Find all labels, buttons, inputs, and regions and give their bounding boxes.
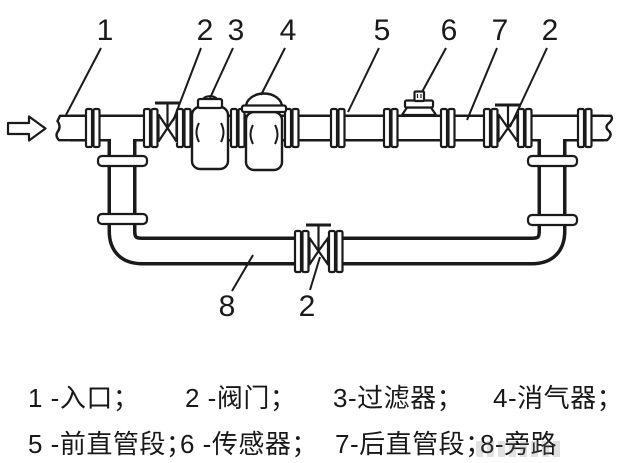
tee-junction-left — [111, 138, 133, 144]
callout-inlet: 1 — [97, 14, 114, 47]
leader-lines — [65, 47, 548, 292]
callout-outlet-valve: 2 — [542, 14, 559, 47]
callout-filter: 3 — [228, 14, 245, 47]
legend-item-rear-straight: 7-后直管段； — [335, 429, 492, 459]
callout-rear-straight: 7 — [492, 14, 509, 47]
legend-item-front-straight: 5 -前直管段； — [28, 429, 193, 459]
sensor-icon — [400, 90, 438, 117]
callout-air-eliminator: 4 — [280, 14, 297, 47]
callout-inlet-valve: 2 — [197, 14, 214, 47]
inlet-arrow-icon — [6, 115, 47, 142]
callout-bypass: 8 — [219, 290, 236, 323]
legend-item-air-eliminator: 4-消气器； — [493, 383, 624, 413]
broken-end-left — [55, 114, 71, 142]
filter-icon — [190, 95, 230, 171]
bypass-flange-collars — [96, 154, 579, 227]
legend-item-inlet: 1 -入口； — [28, 383, 140, 413]
legend-item-valve: 2 -阀门； — [185, 383, 297, 413]
legend-item-filter: 3-过滤器； — [333, 383, 464, 413]
callout-bypass-valve: 2 — [299, 290, 316, 323]
pipe-flanges — [84, 107, 593, 149]
air-eliminator-icon — [240, 92, 288, 172]
bypass-valve-icon — [306, 223, 331, 266]
tee-junction-right — [541, 138, 563, 144]
legend-item-sensor: 6 -传感器； — [180, 429, 318, 459]
callout-sensor: 6 — [441, 14, 458, 47]
callout-front-straight: 5 — [374, 14, 391, 47]
broken-end-right — [603, 114, 614, 142]
watermark — [476, 441, 562, 457]
piping-diagram: 1 2 3 4 5 6 7 2 8 2 — [6, 14, 614, 323]
legend-item-bypass: 8-旁路 — [480, 429, 558, 459]
